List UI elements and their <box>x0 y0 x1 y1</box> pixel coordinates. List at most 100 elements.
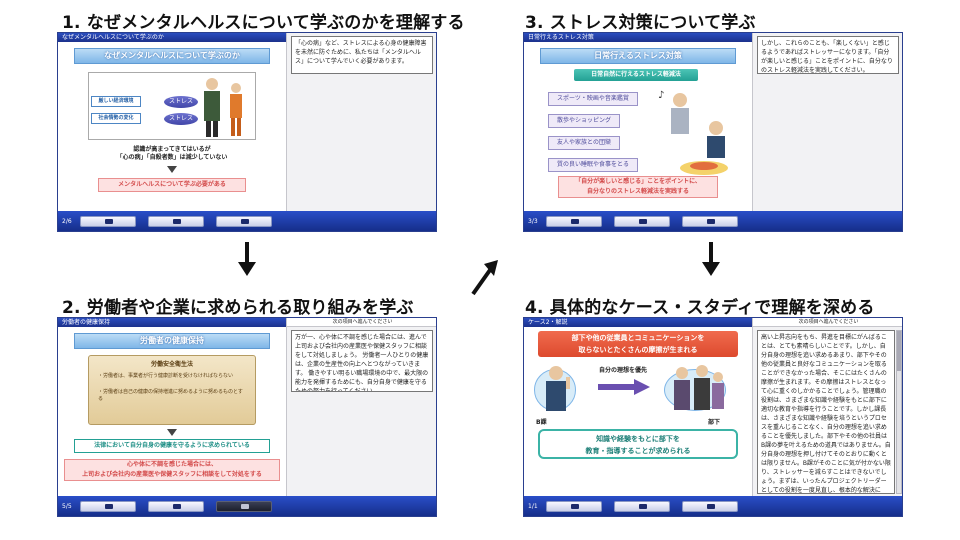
stress-oval: ストレス <box>164 113 198 125</box>
prev-button[interactable] <box>614 501 670 512</box>
slide-banner: 日常行えるストレス対策 <box>540 48 736 64</box>
note-scrollbar[interactable] <box>896 330 902 494</box>
page-number: 3/3 <box>528 218 538 225</box>
step2-title: 2. 労働者や企業に求められる取り組みを学ぶ <box>62 298 414 318</box>
slide-header: なぜメンタルヘルスについて学ぶのか <box>58 33 286 42</box>
manager-illustration <box>546 366 570 411</box>
next-button[interactable] <box>216 216 272 227</box>
svg-text:♪: ♪ <box>658 90 664 101</box>
note-text: しかし、これらのことも、「楽しくない」と感じるようであればストレッサーになります… <box>757 36 899 74</box>
prev-button[interactable] <box>148 501 204 512</box>
step3-title: 3. ストレス対策について学ぶ <box>525 13 756 33</box>
prev-icon <box>173 219 181 224</box>
slide-banner: 労働者の健康保持 <box>74 333 270 349</box>
prev-button[interactable] <box>148 216 204 227</box>
advice-box: 心や体に不調を感じた場合には、 上司および会社内の産業医や保健スタッフに相談をし… <box>64 459 280 481</box>
slide-header: ケース2・解説 <box>524 318 752 327</box>
prev-icon <box>639 504 647 509</box>
next-icon <box>707 219 715 224</box>
slide-header: 労働者の健康保持 <box>58 318 286 327</box>
slide-banner: なぜメンタルヘルスについて学ぶのか <box>74 48 270 64</box>
step4-title: 4. 具体的なケース・スタディで理解を深める <box>525 298 875 318</box>
note-panel: しかし、これらのことも、「楽しくない」と感じるようであればストレッサーになります… <box>752 33 902 211</box>
scroll-line: ・労働者は自己の健康の保持増進に努めるように努めるものとする <box>98 389 243 402</box>
advice-line: 自分なりのストレス軽減法を実践する <box>586 188 689 195</box>
note-panel: 次の項目へ進んでください 高い上昇志向をもち、昇進を目標にがんばることは、とても… <box>752 318 902 496</box>
solution-line: 知識や経験をもとに部下を <box>596 435 680 443</box>
note-text: 万が一、心や体に不調を感じた場合には、進んで上司および会社内の産業医や保健スタッ… <box>291 330 433 392</box>
sound-button[interactable] <box>80 501 136 512</box>
page-number: 5/5 <box>62 503 72 510</box>
sound-icon <box>571 504 579 509</box>
next-icon <box>241 504 249 509</box>
down-arrow-icon <box>702 242 720 276</box>
left-person-label: B課 <box>536 419 547 426</box>
people-illustration <box>204 78 242 137</box>
screenshot-step4: ケース2・解説 部下や他の従業員とコミュニケーションを 取らないとたくさんの摩擦… <box>523 317 903 517</box>
next-button[interactable] <box>682 501 738 512</box>
method-chip: 質の良い睡眠や食事をとる <box>548 158 638 172</box>
banner-line: 取らないとたくさんの摩擦が生まれる <box>578 346 698 354</box>
page-number: 2/6 <box>62 218 72 225</box>
caption-line: 認識が高まってきてはいるが <box>133 146 211 153</box>
right-person-label: 部下 <box>708 419 721 426</box>
solution-box: 知識や経験をもとに部下を 教育・指導することが求められる <box>538 429 738 459</box>
scroll-title: 労働安全衛生法 <box>150 361 193 368</box>
slide-content: 日常行えるストレス対策 日常自然に行えるストレス軽減法 スポーツ・映画や音楽鑑賞… <box>524 42 752 211</box>
conclusion-box: メンタルヘルスについて学ぶ必要がある <box>98 178 246 192</box>
law-requirement: 法律において自分自身の健康を守るように求められている <box>74 439 270 453</box>
next-button[interactable] <box>216 501 272 512</box>
sound-button[interactable] <box>546 216 602 227</box>
right-arrow-icon <box>598 379 650 395</box>
prev-icon <box>639 219 647 224</box>
note-heading: 次の項目へ進んでください <box>753 318 902 327</box>
note-heading: 次の項目へ進んでください <box>287 318 436 327</box>
screenshot-step3: 日常行えるストレス対策 日常行えるストレス対策 日常自然に行えるストレス軽減法 … <box>523 32 903 232</box>
solution-line: 教育・指導することが求められる <box>585 447 691 455</box>
page-number: 1/1 <box>528 503 538 510</box>
sound-button[interactable] <box>80 216 136 227</box>
sound-button[interactable] <box>546 501 602 512</box>
slide-header: 日常行えるストレス対策 <box>524 33 752 42</box>
control-bar: 3/3 <box>524 211 902 231</box>
next-icon <box>241 219 249 224</box>
prev-button[interactable] <box>614 216 670 227</box>
note-panel: 次の項目へ進んでください 万が一、心や体に不調を感じた場合には、進んで上司および… <box>286 318 436 496</box>
down-arrow-icon <box>167 166 177 173</box>
prev-icon <box>173 504 181 509</box>
next-icon <box>707 504 715 509</box>
control-bar: 5/5 <box>58 496 436 516</box>
slide-content: 労働者の健康保持 労働安全衛生法 ・労働者は、事業者が行う健康診断を受けなければ… <box>58 327 286 496</box>
next-button[interactable] <box>682 216 738 227</box>
control-bar: 2/6 <box>58 211 436 231</box>
note-panel: 「心の病」など、ストレスによる心身の健康障害を未然に防ぐために、私たちは「メンタ… <box>286 33 436 211</box>
sound-icon <box>571 219 579 224</box>
screenshot-step1: なぜメンタルヘルスについて学ぶのか なぜメンタルヘルスについて学ぶのか 厳しい経… <box>57 32 437 232</box>
self-label: 自分の理想を優先 <box>598 367 647 374</box>
note-text: 高い上昇志向をもち、昇進を目標にがんばることは、とても素晴らしいことです。しかし… <box>757 330 895 494</box>
method-heading: 日常自然に行えるストレス軽減法 <box>574 69 698 81</box>
advice-line: 上司および会社内の産業医や保健スタッフに相談をして対処をする <box>82 471 262 478</box>
caption-line: 「心の病」「自殺者数」は減少していない <box>116 154 228 161</box>
advice-line: 「自分が楽しいと感じる」ことをポイントに、 <box>575 178 701 185</box>
method-chip: スポーツ・映画や音楽鑑賞 <box>548 92 638 106</box>
left-item: 厳しい経済環境 <box>91 96 141 107</box>
method-chip: 友人や家族との団欒 <box>548 136 620 150</box>
down-arrow-icon <box>167 429 177 436</box>
screenshot-step2: 労働者の健康保持 労働者の健康保持 労働安全衛生法 ・労働者は、事業者が行う健康… <box>57 317 437 517</box>
sound-icon <box>105 219 113 224</box>
control-bar: 1/1 <box>524 496 902 516</box>
slide-content: なぜメンタルヘルスについて学ぶのか 厳しい経済環境 社会情勢の変化 ストレス ス… <box>58 42 286 211</box>
scroll-line: ・労働者は、事業者が行う健康診断を受けなければならない <box>98 373 234 379</box>
flow-arrow-icon <box>471 260 498 296</box>
note-text: 「心の病」など、ストレスによる心身の健康障害を未然に防ぐために、私たちは「メンタ… <box>291 36 433 74</box>
stress-oval: ストレス <box>164 96 198 108</box>
banner-line: 部下や他の従業員とコミュニケーションを <box>571 334 705 342</box>
method-chip: 散歩やショッピング <box>548 114 620 128</box>
advice-line: 心や体に不調を感じた場合には、 <box>126 461 217 468</box>
left-item: 社会情勢の変化 <box>91 113 141 124</box>
sound-icon <box>105 504 113 509</box>
step1-title: 1. なぜメンタルヘルスについて学ぶのかを理解する <box>62 13 465 33</box>
people-illustration: ♪ <box>658 90 728 175</box>
scrollbar-thumb[interactable] <box>897 331 901 371</box>
